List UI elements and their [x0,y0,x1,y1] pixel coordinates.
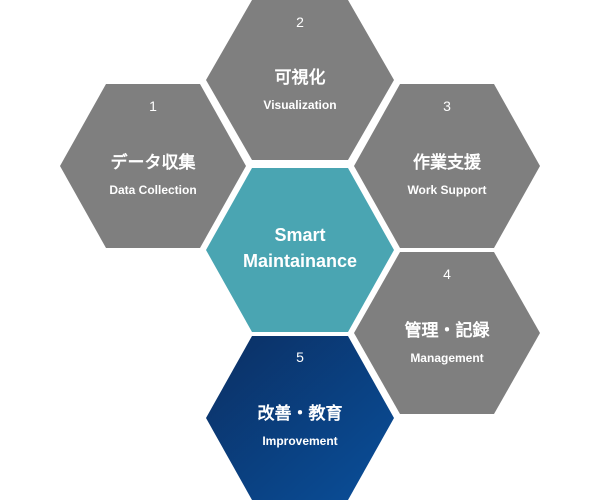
hex-improvement-title: 改善・教育 [258,403,343,424]
hex-work-support-shape [354,84,540,248]
hex-data-collection-title: データ収集 [111,152,197,173]
hex-work-support-number: 3 [443,98,451,114]
hex-data-collection-shape [60,84,246,248]
hex-management-title: 管理・記録 [405,320,491,341]
hex-work-support-subtitle: Work Support [407,183,486,197]
hex-work-support-title: 作業支援 [413,152,482,173]
hex-smart-maintainance: Smart Maintainance [206,168,394,332]
hex-improvement: 5 改善・教育 Improvement [206,336,394,500]
hex-visualization: 2 可視化 Visualization [206,0,394,160]
hex-visualization-title: 可視化 [275,67,326,88]
hex-management-number: 4 [443,266,451,282]
hex-data-collection-subtitle: Data Collection [109,183,196,197]
hex-improvement-subtitle: Improvement [262,434,337,448]
hex-management-subtitle: Management [410,351,483,365]
hex-management-shape [354,252,540,414]
center-title-line2: Maintainance [243,251,357,271]
hex-data-collection: 1 データ収集 Data Collection [60,84,246,248]
hex-smart-maintainance-shape [206,168,394,332]
hex-data-collection-number: 1 [149,98,157,114]
hex-work-support: 3 作業支援 Work Support [354,84,540,248]
hex-visualization-shape [206,0,394,160]
hex-improvement-number: 5 [296,349,304,365]
hex-improvement-shape [206,336,394,500]
hex-management: 4 管理・記録 Management [354,252,540,414]
center-title-line1: Smart [274,225,325,245]
hex-visualization-subtitle: Visualization [263,98,336,112]
hex-visualization-number: 2 [296,14,304,30]
